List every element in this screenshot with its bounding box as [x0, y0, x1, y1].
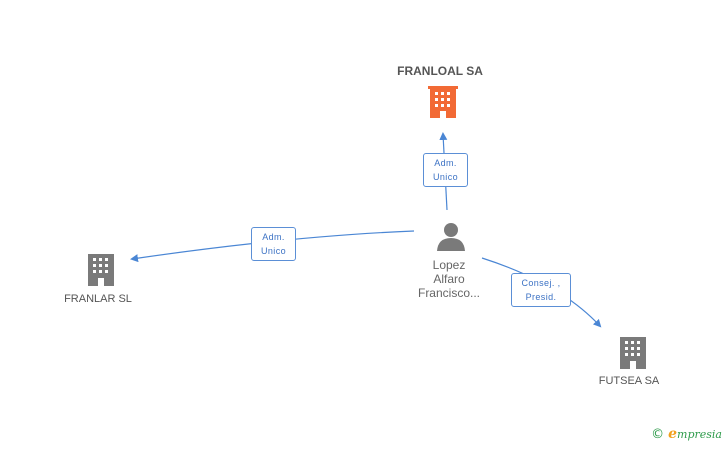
brand-name: mpresia [677, 428, 722, 441]
person-name[interactable]: Lopez Alfaro Francisco... [409, 258, 489, 300]
edge-label-to-left-line1: Adm. [262, 232, 285, 242]
person-name-line3: Francisco... [417, 286, 480, 300]
person-icon[interactable] [436, 221, 466, 251]
main-company-building-icon[interactable] [428, 86, 458, 118]
edge-label-to-left: Adm. Unico [251, 227, 296, 261]
futsea-building-icon[interactable] [618, 335, 648, 369]
main-company-name[interactable]: FRANLOAL SA [397, 64, 483, 78]
person-name-line2: Alfaro [433, 272, 465, 286]
copyright-symbol: © [651, 427, 665, 442]
edge-label-to-main-line2: Unico [432, 172, 458, 182]
empresia-logo: ©empresia [651, 426, 722, 442]
edge-label-to-right-line1: Consej. , [521, 278, 561, 288]
brand-initial: e [668, 426, 678, 442]
edge-label-to-right-line2: Presid. [525, 292, 557, 302]
edge-label-to-right: Consej. , Presid. [511, 273, 571, 307]
edge-label-to-main-line1: Adm. [434, 158, 457, 168]
franlar-name[interactable]: FRANLAR SL [64, 293, 132, 305]
person-name-line1: Lopez [432, 258, 466, 272]
futsea-name[interactable]: FUTSEA SA [598, 375, 660, 387]
edge-label-to-main: Adm. Unico [423, 153, 468, 187]
franlar-building-icon[interactable] [86, 252, 116, 286]
edge-label-to-left-line2: Unico [260, 246, 286, 256]
